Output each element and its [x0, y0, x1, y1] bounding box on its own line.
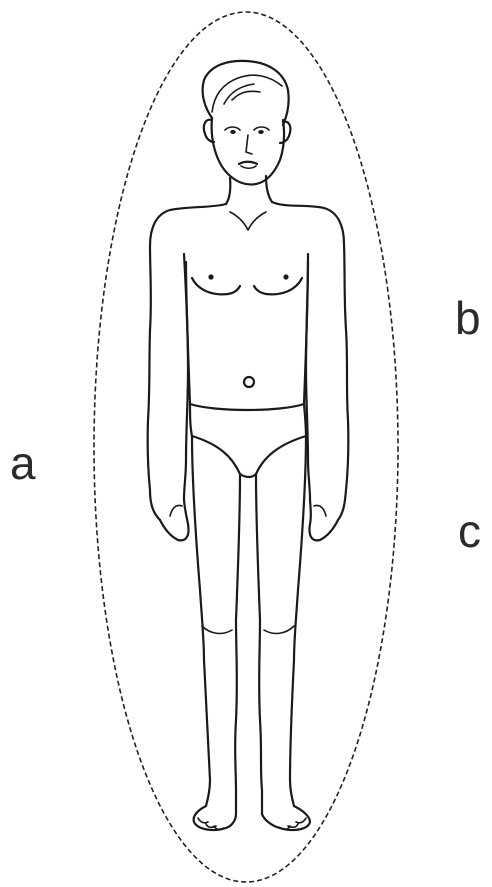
label-a: a — [10, 440, 36, 486]
torso-and-arms — [148, 202, 349, 540]
head — [203, 61, 291, 185]
legs — [192, 436, 306, 814]
label-c: c — [458, 508, 481, 554]
dashed-boundary-ellipse — [94, 12, 398, 882]
chest — [192, 274, 302, 294]
label-b: b — [455, 295, 481, 341]
human-figure — [148, 61, 349, 830]
underwear — [190, 404, 306, 477]
neck — [226, 178, 230, 204]
feet — [194, 806, 310, 830]
navel — [244, 377, 254, 387]
